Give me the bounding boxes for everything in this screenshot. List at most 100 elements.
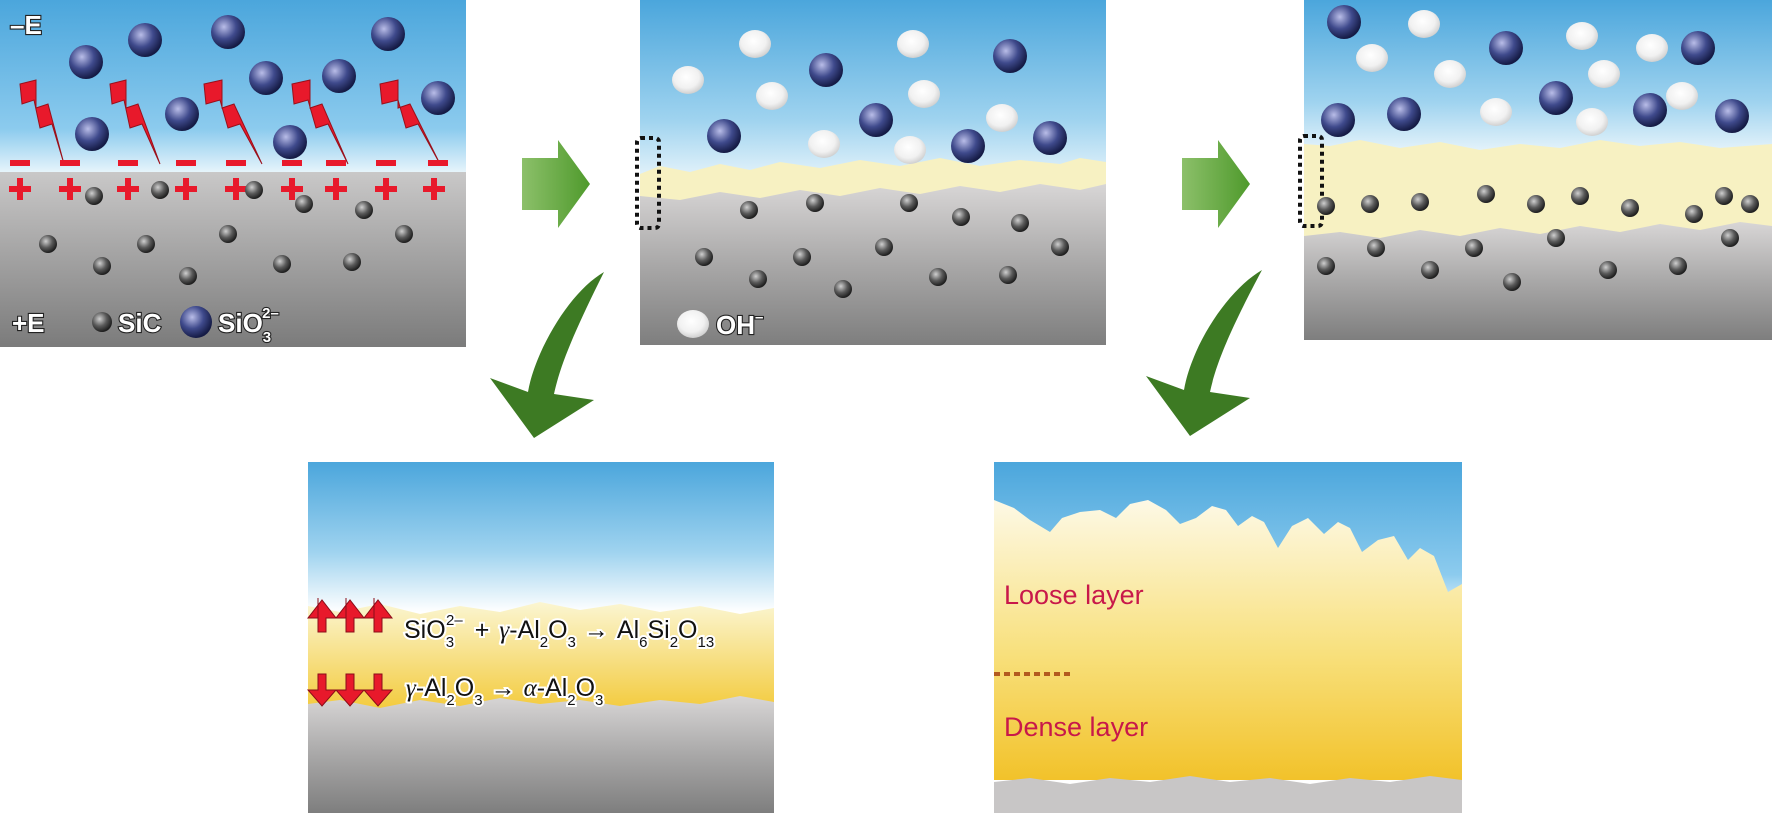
silicate-ion	[165, 97, 199, 131]
sic-particle	[1503, 273, 1521, 291]
substrate-region	[994, 776, 1462, 813]
sic-particle	[999, 266, 1017, 284]
sic-particle	[85, 187, 103, 205]
sic-particle	[1547, 229, 1565, 247]
sic-particle	[1317, 257, 1335, 275]
substrate-region	[308, 696, 774, 813]
hydroxide-ion	[672, 66, 704, 94]
silicate-legend-icon	[180, 306, 212, 338]
silicate-ion	[859, 103, 893, 137]
up-arrow-icon	[362, 598, 394, 633]
hydroxide-legend-text: OH	[716, 310, 755, 340]
sic-particle	[749, 270, 767, 288]
minus-sign	[10, 160, 30, 166]
sic-particle	[151, 181, 169, 199]
minus-sign	[282, 160, 302, 166]
silicate-ions	[1321, 5, 1749, 137]
hydroxide-ion	[1566, 22, 1598, 50]
sic-particle	[395, 225, 413, 243]
reaction-alumina-phase-equation: γ-Al2O3→α-Al2O3	[406, 674, 603, 709]
minus-sign	[176, 160, 196, 166]
silicate-ion	[322, 59, 356, 93]
silicate-ion	[1387, 97, 1421, 131]
hydroxide-ion	[908, 80, 940, 108]
sic-particle	[929, 268, 947, 286]
negative-electrode-label: –E	[10, 10, 42, 40]
sic-particle	[273, 255, 291, 273]
hydroxide-ion	[1588, 60, 1620, 88]
sic-particle	[806, 194, 824, 212]
sic-particle	[1421, 261, 1439, 279]
dense-layer-label: Dense layer	[1004, 712, 1148, 742]
silicate-ion	[1321, 103, 1355, 137]
silicate-ion	[211, 15, 245, 49]
plus-sign	[325, 178, 347, 200]
silicate-ion	[1033, 121, 1067, 155]
substrate-region	[640, 184, 1106, 345]
sic-legend-icon	[92, 312, 112, 332]
substrate-region	[0, 172, 466, 347]
silicate-ion	[951, 129, 985, 163]
plus-sign	[175, 178, 197, 200]
sic-particle	[1527, 195, 1545, 213]
curved-down-arrow-icon	[490, 272, 604, 438]
plus-sign	[423, 178, 445, 200]
silicate-ion	[1681, 31, 1715, 65]
positive-charges	[9, 178, 445, 200]
hydroxide-legend-label: OH–	[716, 309, 763, 340]
hydroxide-legend-icon	[677, 310, 709, 338]
right-arrow-icon	[1182, 140, 1250, 228]
sic-particle	[793, 248, 811, 266]
sic-particle	[1477, 185, 1495, 203]
silicate-ion	[273, 125, 307, 159]
minus-sign	[60, 160, 80, 166]
silicate-ion	[249, 61, 283, 95]
silicate-ion	[1633, 93, 1667, 127]
panel-1-discharge: –E +E	[0, 0, 466, 347]
electrolyte-region	[308, 462, 774, 612]
negative-charges	[10, 160, 448, 166]
sic-particle	[1669, 257, 1687, 275]
sic-particle	[1367, 239, 1385, 257]
hydroxide-ion	[1434, 60, 1466, 88]
plus-sign	[375, 178, 397, 200]
coating-layer	[308, 602, 774, 714]
sic-particle	[295, 195, 313, 213]
up-arrows	[306, 598, 394, 633]
panel-1-legend: SiC SiO32–	[92, 304, 280, 347]
sic-particle	[1715, 187, 1733, 205]
hydroxide-ion	[1408, 10, 1440, 38]
down-arrows	[306, 673, 394, 707]
silicate-ion	[371, 17, 405, 51]
sic-particle	[875, 238, 893, 256]
hydroxide-ion	[986, 104, 1018, 132]
spark-icon	[291, 79, 349, 165]
silicate-ion	[75, 117, 109, 151]
thin-coating-layer	[640, 158, 1106, 200]
sic-particle	[1465, 239, 1483, 257]
silicate-ion	[809, 53, 843, 87]
sic-particle	[1721, 229, 1739, 247]
spark-icon	[19, 79, 65, 165]
hydroxide-ion	[1636, 34, 1668, 62]
sic-particle	[179, 267, 197, 285]
sic-particle	[355, 201, 373, 219]
silicate-ion	[421, 81, 455, 115]
plus-sign	[59, 178, 81, 200]
sic-particle	[1621, 199, 1639, 217]
interface-highlight-box	[1298, 134, 1324, 228]
silicate-ion	[993, 39, 1027, 73]
panel-2-hydroxide: OH–	[635, 0, 1106, 345]
plus-sign	[281, 178, 303, 200]
sic-particle	[695, 248, 713, 266]
sic-particle	[1411, 193, 1429, 211]
minus-sign	[226, 160, 246, 166]
sic-particle	[1571, 187, 1589, 205]
silicate-ion	[1715, 99, 1749, 133]
sic-particle	[1011, 214, 1029, 232]
minus-sign	[118, 160, 138, 166]
silicate-ion	[69, 45, 103, 79]
hydroxide-ion	[1666, 82, 1698, 110]
panel-3-growth	[1298, 0, 1772, 340]
coating-layer	[1304, 140, 1772, 240]
